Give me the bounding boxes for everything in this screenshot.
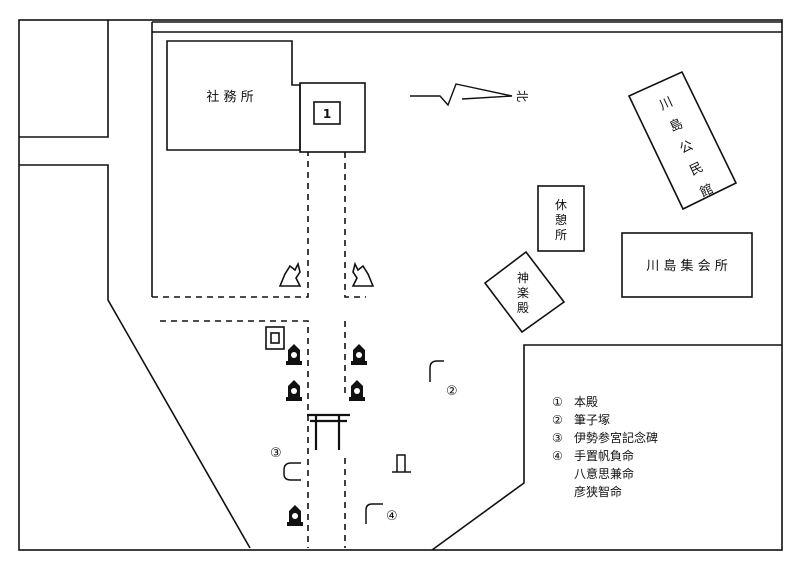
kaguraden-outline [483, 250, 566, 334]
kaguraden-label-2: 楽 [517, 286, 529, 300]
marker-2: ② [446, 384, 458, 399]
honden-number: 1 [323, 107, 331, 121]
kyukeisho-label-2: 憩 [555, 212, 567, 227]
kaguraden-label-1: 神 [517, 271, 529, 285]
kaguraden-label-3: 殿 [517, 301, 529, 315]
legend-num: ② [552, 413, 563, 427]
basin-inner [270, 332, 280, 344]
legend-item-2: ② 筆子塚 [552, 411, 658, 429]
legend-item-4: ④ 手置帆負命 [552, 447, 658, 465]
kyukeisho-outline [537, 185, 585, 252]
legend-num: ④ [552, 449, 563, 463]
marker-3: ③ [270, 446, 282, 461]
koominkan-label-3: 公 [678, 138, 696, 157]
koominkan-label-4: 民 [688, 160, 706, 179]
compass-label: 北 [515, 90, 529, 102]
legend-text: 手置帆負命 [574, 449, 635, 463]
kyukeisho-label-3: 所 [555, 228, 567, 242]
legend: ① 本殿 ② 筆子塚 ③ 伊勢参宮記念碑 ④ 手置帆負命 八意思兼命 彦狭智命 [552, 393, 658, 501]
komainu-left-icon [278, 261, 302, 287]
koominkan-outline [627, 70, 738, 211]
legend-text: 伊勢参宮記念碑 [574, 431, 659, 445]
road-left-vertical [19, 164, 251, 549]
lantern-icon [286, 380, 302, 401]
legend-text: 八意思兼命 [574, 467, 635, 481]
basin-icon [265, 326, 285, 350]
dashed-precinct-lower [160, 320, 346, 548]
legend-item-1: ① 本殿 [552, 393, 658, 411]
lanterns [286, 344, 367, 526]
komainu-right-icon [351, 261, 375, 287]
legend-text: 筆子塚 [574, 413, 611, 427]
lantern-icon [349, 380, 365, 401]
shuukaisho-outline [621, 232, 753, 298]
koominkan-label-1: 川 [657, 95, 675, 114]
shuukaisho-label: 川 島 集 会 所 [646, 258, 728, 274]
legend-item-3: ③ 伊勢参宮記念碑 [552, 429, 658, 447]
marker-4: ④ [386, 509, 398, 524]
legend-num: ① [552, 395, 563, 409]
road-top-left [19, 20, 109, 138]
lantern-icon [351, 344, 367, 365]
stele-icon [392, 454, 411, 473]
lantern-icon [287, 505, 303, 526]
shamusho-label: 社 務 所 [206, 89, 253, 105]
legend-text: 本殿 [574, 395, 599, 409]
legend-text: 彦狭智命 [574, 485, 623, 499]
road-right-lower [431, 344, 782, 551]
lantern-icon [286, 344, 302, 365]
dashed-precinct-top [152, 152, 366, 298]
honden-outline [299, 82, 366, 153]
kyukeisho-label-1: 休 [555, 198, 567, 212]
monument-2-icon [429, 360, 444, 382]
koominkan-label-2: 島 [667, 116, 685, 135]
legend-num: ③ [552, 431, 563, 445]
koominkan-label-5: 館 [698, 182, 716, 201]
torii-icon [307, 413, 350, 450]
monument-4-icon [365, 503, 383, 524]
north-arrow-icon [410, 83, 513, 107]
honden-number-box [313, 101, 341, 125]
map-frame [18, 19, 783, 551]
monument-3-icon [283, 462, 301, 481]
